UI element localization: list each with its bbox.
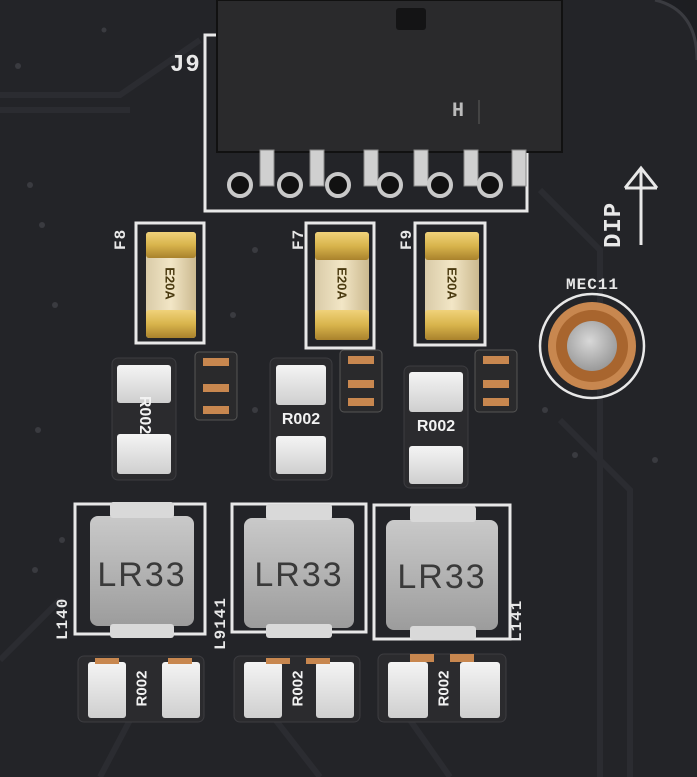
fuse-ref-f7: F7 — [290, 228, 308, 250]
bottom-shunt-3 — [377, 653, 507, 723]
connector-key-mark: H — [452, 100, 466, 123]
connector-label: J9 — [170, 52, 201, 79]
small-capacitors — [194, 349, 518, 421]
fuse-f8 — [134, 221, 206, 345]
fuse-marking-f8: E20A — [162, 267, 178, 300]
shunt-resistor-2 — [269, 357, 333, 481]
bottom-shunt-2 — [233, 655, 361, 723]
inductor-ref-l141: L141 — [508, 599, 526, 642]
shunt-resistor-1 — [111, 357, 177, 481]
inductor-l140 — [73, 502, 207, 638]
mounting-hole-label: MEC11 — [566, 276, 620, 294]
shunt-marking-3: R002 — [416, 418, 456, 435]
bottom-shunt-marking-3: R002 — [435, 670, 453, 707]
bottom-shunt-marking-1: R002 — [133, 670, 151, 707]
fuse-marking-f9: E20A — [444, 267, 460, 300]
fuse-f9 — [413, 221, 487, 347]
fuse-f7 — [304, 221, 376, 350]
inductor-ref-l140: L140 — [54, 597, 72, 640]
dip-label: DIP — [601, 201, 628, 248]
inductor-ref-l9141: L9141 — [212, 596, 230, 650]
fuse-marking-f7: E20A — [334, 267, 350, 300]
shunt-resistor-3 — [403, 365, 469, 489]
shunt-marking-2: R002 — [281, 411, 321, 428]
connector-j9 — [203, 0, 563, 213]
bottom-shunt-marking-2: R002 — [289, 670, 307, 707]
inductor-marking-l140: LR33 — [97, 556, 187, 594]
dip-arrow-icon — [623, 165, 659, 245]
mounting-hole-mec11 — [538, 292, 646, 400]
inductor-marking-l141: LR33 — [397, 558, 487, 596]
fuse-ref-f8: F8 — [112, 228, 130, 250]
fuse-ref-f9: F9 — [398, 228, 416, 250]
inductor-l141 — [372, 503, 512, 641]
vias — [15, 27, 658, 573]
shunt-marking-1: R002 — [136, 395, 153, 435]
bottom-shunt-1 — [77, 655, 205, 723]
inductor-l9141 — [230, 502, 368, 638]
inductor-marking-l9141: LR33 — [254, 556, 344, 594]
